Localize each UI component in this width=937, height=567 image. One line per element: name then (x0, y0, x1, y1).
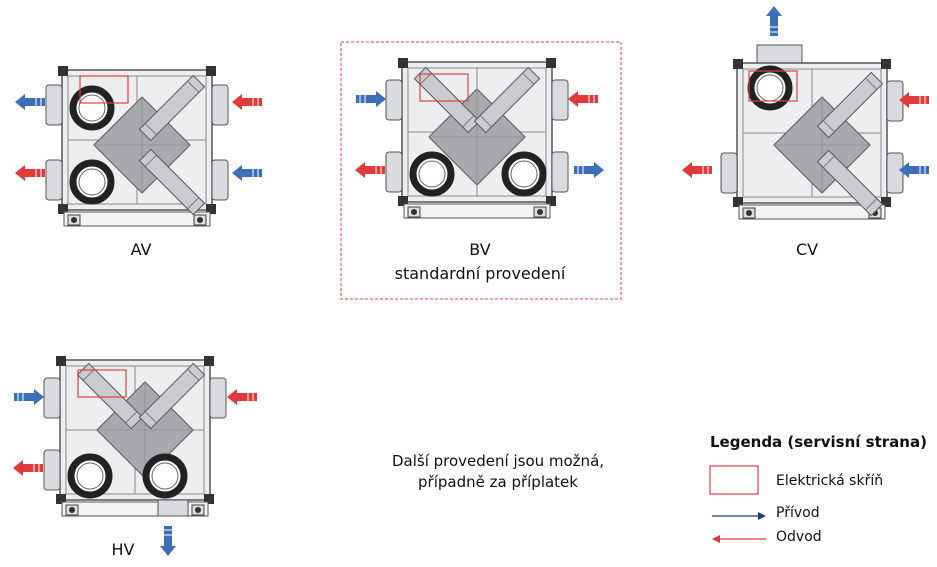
legend-supply-label: Přívod (776, 505, 820, 521)
electrical-box-bv (419, 73, 469, 102)
arrow-av-supply-in (231, 164, 263, 182)
arrow-hv-exhaust-out (12, 459, 44, 477)
electrical-box-cv (748, 70, 798, 102)
unit-bv (385, 57, 569, 219)
electrical-box-av (79, 75, 129, 104)
arrow-bv-supply-in (355, 90, 387, 108)
legend-electrical-label: Elektrická skříň (776, 473, 884, 489)
unit-av (45, 65, 229, 227)
variant-sublabel-bv: standardní provedení (394, 264, 566, 283)
note-line-1: Další provedení jsou možná, (391, 452, 605, 470)
arrow-hv-supply-in (13, 388, 45, 406)
variant-label-cv: CV (795, 240, 819, 259)
other-variants-note: Další provedení jsou možná, případně za … (378, 451, 618, 493)
legend-electrical-box-symbol (709, 465, 759, 495)
arrow-hv-supply-down (159, 525, 177, 557)
legend-supply-arrow (712, 512, 766, 520)
arrow-av-exhaust-in (231, 93, 263, 111)
unit-cv (720, 44, 904, 220)
legend-exhaust-label: Odvod (776, 529, 822, 545)
electrical-box-hv (77, 369, 127, 398)
legend-title: Legenda (servisní strana) (710, 433, 927, 451)
arrow-bv-exhaust-in (567, 90, 599, 108)
arrow-bv-exhaust-out (354, 161, 386, 179)
note-line-2: případně za příplatek (418, 473, 578, 491)
arrow-bv-supply-out (573, 161, 605, 179)
arrow-av-exhaust-out (14, 164, 46, 182)
variant-label-av: AV (130, 240, 152, 259)
legend-exhaust-arrow (712, 535, 766, 543)
unit-hv (43, 355, 227, 517)
arrow-cv-exhaust-out (681, 161, 713, 179)
variant-label-hv: HV (111, 540, 135, 559)
arrow-av-supply-out (14, 93, 46, 111)
arrow-hv-exhaust-in (226, 388, 258, 406)
variant-label-bv: BV (469, 240, 491, 259)
arrow-cv-supply-up (765, 5, 783, 37)
standard-variant-frame (340, 41, 622, 300)
